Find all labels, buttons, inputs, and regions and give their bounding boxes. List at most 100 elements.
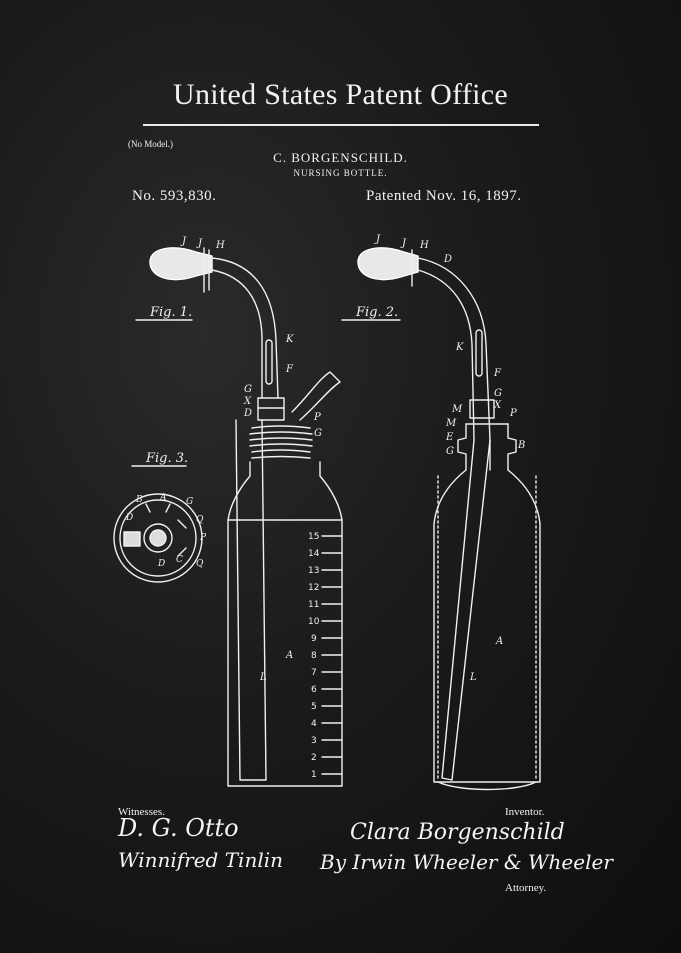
ref-letter: J bbox=[400, 238, 407, 249]
fig1-side-tube bbox=[291, 371, 341, 421]
ref-letter: L bbox=[469, 672, 477, 683]
ref-letter: Q bbox=[196, 515, 204, 525]
ref-letter: D bbox=[443, 254, 452, 265]
ref-letter: P bbox=[509, 408, 517, 419]
scale-mark: 15 bbox=[308, 532, 319, 542]
fig1-tube-inner bbox=[211, 269, 263, 399]
fig3-hub bbox=[143, 523, 173, 553]
fig1-scale-ticks bbox=[321, 535, 343, 775]
ref-letter: B bbox=[517, 440, 525, 451]
ref-letter: P bbox=[199, 533, 207, 543]
witness-1-signature: D. G. Otto bbox=[118, 814, 239, 842]
ref-letter: M bbox=[451, 404, 463, 415]
patent-date: Patented Nov. 16, 1897. bbox=[366, 188, 522, 204]
ref-letter: J bbox=[374, 234, 381, 245]
figure-2-label: Fig. 2. bbox=[355, 305, 398, 320]
ref-letter: G bbox=[446, 446, 454, 457]
ref-letter: J bbox=[196, 238, 203, 249]
ref-letter: M bbox=[445, 418, 457, 429]
no-model-note: (No Model.) bbox=[128, 139, 173, 149]
fig3-outer-ring bbox=[113, 493, 203, 583]
ref-letter: K bbox=[455, 342, 464, 353]
ref-letter: F bbox=[285, 364, 294, 375]
ref-letter: A bbox=[285, 650, 293, 661]
fig2-slot bbox=[475, 329, 483, 377]
figure-3-drawing: Fig. 3. A G B D Q P C Q D bbox=[113, 451, 207, 583]
scale-mark: 9 bbox=[311, 634, 317, 644]
ref-letter: D bbox=[157, 559, 165, 569]
ref-letter: A bbox=[495, 636, 503, 647]
fig2-tube-inner bbox=[417, 269, 475, 441]
figure-3-label: Fig. 3. bbox=[145, 451, 188, 466]
fig3-spokes bbox=[145, 503, 187, 557]
fig3-letters: A G B D Q P C Q D bbox=[125, 493, 207, 569]
fig1-bottle-outline bbox=[227, 461, 343, 787]
figure-1-label: Fig. 1. bbox=[149, 305, 192, 320]
scale-mark: 2 bbox=[311, 753, 317, 763]
fig1-valve bbox=[257, 397, 285, 421]
ref-letter: B bbox=[135, 495, 143, 505]
fig2-bottle-base bbox=[437, 781, 537, 791]
figure-1-drawing: 15 14 13 12 11 10 9 8 7 6 5 4 3 2 1 J J … bbox=[135, 236, 343, 787]
ref-letter: H bbox=[215, 240, 225, 251]
ref-letter: X bbox=[493, 400, 502, 411]
fig2-bottle-outline bbox=[433, 469, 541, 783]
ref-letter: G bbox=[314, 428, 322, 439]
ref-letter: G bbox=[494, 388, 502, 399]
ref-letter: D bbox=[125, 513, 133, 523]
ref-letter: G bbox=[186, 497, 193, 507]
ref-letter: F bbox=[493, 368, 502, 379]
patent-number: No. 593,830. bbox=[132, 188, 217, 204]
scale-mark: 14 bbox=[308, 549, 320, 559]
scale-mark: 6 bbox=[311, 685, 317, 695]
ref-letter: P bbox=[313, 412, 321, 423]
ref-letter: A bbox=[159, 493, 167, 503]
fig1-inner-tube bbox=[235, 419, 267, 781]
witnesses-label: Witnesses. bbox=[118, 806, 165, 818]
ref-letter: J bbox=[180, 236, 187, 247]
ref-letter: E bbox=[445, 432, 454, 443]
scale-mark: 5 bbox=[311, 702, 317, 712]
ref-letter: Q bbox=[196, 559, 204, 569]
scale-mark: 4 bbox=[311, 719, 317, 729]
fig1-nipple bbox=[149, 247, 213, 281]
inventor-label: Inventor. bbox=[505, 806, 545, 818]
fig2-inner-tube bbox=[441, 439, 491, 781]
scale-mark: 11 bbox=[308, 600, 319, 610]
scale-mark: 13 bbox=[308, 566, 319, 576]
fig2-neck-left bbox=[457, 423, 467, 471]
ref-letter: D bbox=[243, 408, 252, 419]
attorney-label: Attorney. bbox=[505, 882, 547, 894]
patent-subject: NURSING BOTTLE. bbox=[293, 168, 388, 178]
fig2-nipple bbox=[357, 247, 419, 281]
fig1-tube-outer bbox=[211, 257, 279, 399]
fig3-tab bbox=[123, 531, 141, 547]
inventor-signature: Clara Borgenschild bbox=[350, 820, 565, 845]
scale-mark: 8 bbox=[311, 651, 317, 661]
page-title: United States Patent Office bbox=[173, 78, 508, 111]
ref-letter: K bbox=[285, 334, 294, 345]
figure-2-drawing: J J H D K F G X P M M E G B A L Fig. 2. bbox=[341, 234, 541, 791]
fig2-letters: J J H D K F G X P M M E G B A L bbox=[374, 234, 525, 683]
fig1-scale-numbers: 15 14 13 12 11 10 9 8 7 6 5 4 3 2 1 bbox=[308, 532, 320, 780]
scale-mark: 7 bbox=[311, 668, 317, 678]
scale-mark: 10 bbox=[308, 617, 320, 627]
ref-letter: L bbox=[259, 672, 267, 683]
fig1-threads bbox=[249, 425, 313, 459]
scale-mark: 1 bbox=[311, 770, 317, 780]
scale-mark: 3 bbox=[311, 736, 317, 746]
fig3-center bbox=[149, 529, 167, 547]
fig2-valve bbox=[469, 399, 495, 419]
title-rule bbox=[143, 124, 539, 126]
scale-mark: 12 bbox=[308, 583, 319, 593]
ref-letter: G bbox=[244, 384, 252, 395]
fig1-slot bbox=[265, 339, 273, 385]
ref-letter: H bbox=[419, 240, 429, 251]
fig2-tube-outer bbox=[417, 257, 491, 441]
ref-letter: C bbox=[176, 555, 183, 565]
fig2-neck-right bbox=[507, 423, 517, 471]
attorney-signature: By Irwin Wheeler & Wheeler bbox=[320, 850, 613, 874]
fig1-letters: J J H K F G X D P G A L bbox=[180, 236, 322, 683]
fig2-bottle-inner-wall bbox=[437, 475, 537, 779]
